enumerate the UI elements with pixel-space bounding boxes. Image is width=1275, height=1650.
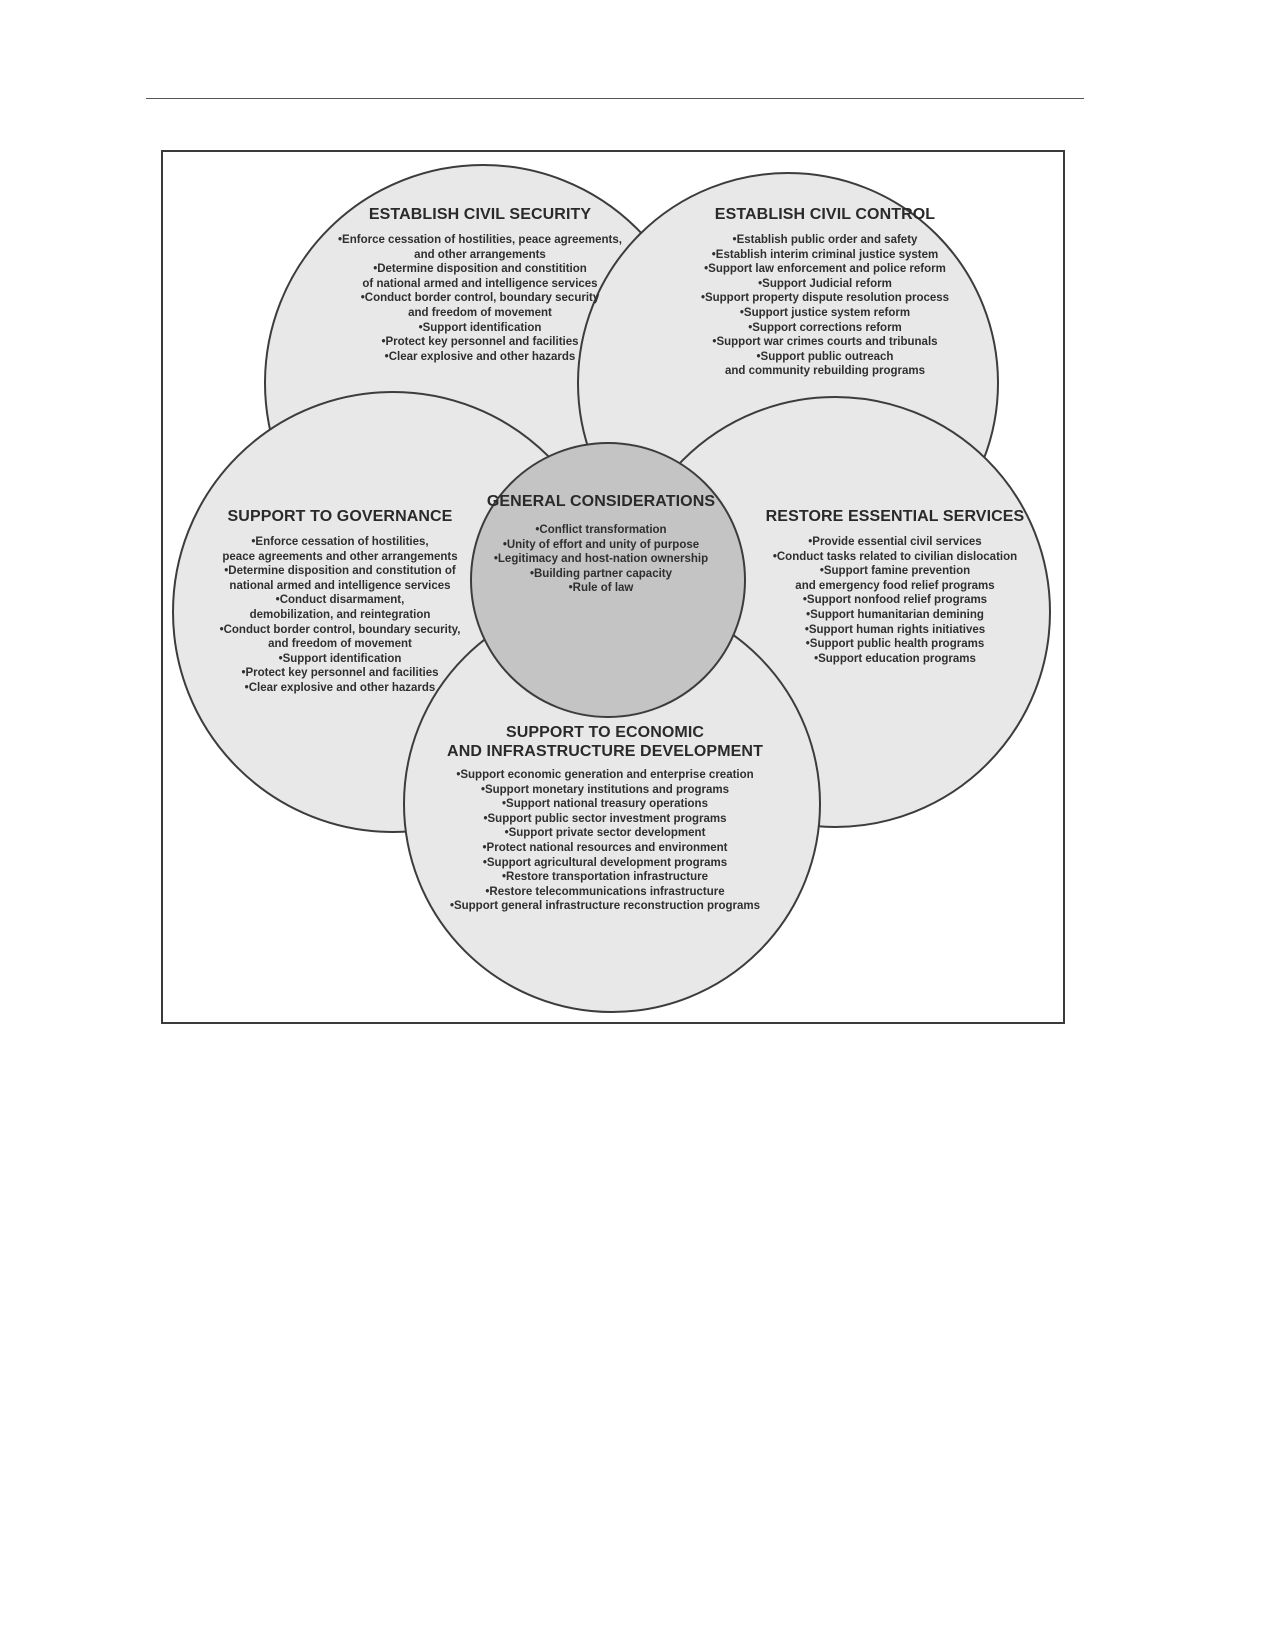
list-item: demobilization, and reintegration (249, 608, 431, 621)
list-item: •Conduct disarmament, (275, 594, 405, 607)
list-item: •Support public outreach (756, 350, 894, 363)
list-item: •Restore telecommunications infrastructu… (485, 885, 725, 898)
list-item: •Support economic generation and enterpr… (456, 769, 754, 781)
list-item: •Support private sector development (504, 827, 706, 840)
list-item: •Protect national resources and environm… (482, 841, 728, 854)
list-item: •Building partner capacity (529, 567, 673, 580)
list-item: •Support justice system reform (739, 306, 911, 319)
list-item: •Support Judicial reform (758, 277, 892, 290)
list-item: •Protect key personnel and facilities (381, 336, 579, 349)
title-line: RESTORE ESSENTIAL SERVICES (765, 508, 1025, 525)
restore-essential-services-list: •Provide essential civil services •Condu… (745, 535, 1045, 666)
list-item: •Support law enforcement and police refo… (704, 263, 946, 276)
list-item: •Enforce cessation of hostilities, (251, 536, 429, 548)
list-item: •Clear explosive and other hazards (384, 350, 576, 363)
establish-civil-security-block: ESTABLISH CIVIL SECURITY •Enforce cessat… (300, 205, 660, 364)
support-to-economic-development-title: SUPPORT TO ECONOMIC AND INFRASTRUCTURE D… (430, 723, 780, 761)
list-item: •Conduct border control, boundary securi… (360, 292, 600, 305)
list-item: •Unity of effort and unity of purpose (502, 538, 700, 551)
list-item: •Establish interim criminal justice syst… (711, 248, 939, 261)
support-to-governance-title: SUPPORT TO GOVERNANCE (180, 507, 500, 526)
list-item: peace agreements and other arrangements (222, 550, 458, 563)
list-item: •Support corrections reform (748, 321, 902, 334)
restore-essential-services-block: RESTORE ESSENTIAL SERVICES •Provide esse… (745, 507, 1045, 666)
list-item: •Determine disposition and constitution … (224, 565, 456, 578)
list-item: •Clear explosive and other hazards (244, 681, 436, 694)
list-item: •Conduct border control, boundary securi… (219, 623, 461, 636)
title-line: SUPPORT TO ECONOMIC (505, 724, 705, 741)
restore-essential-services-title: RESTORE ESSENTIAL SERVICES (745, 507, 1045, 526)
establish-civil-security-list: •Enforce cessation of hostilities, peace… (300, 233, 660, 364)
general-considerations-title: GENERAL CONSIDERATIONS (476, 492, 726, 511)
establish-civil-control-list: •Establish public order and safety •Esta… (665, 233, 985, 379)
list-item: •Support national treasury operations (502, 798, 708, 811)
list-item: •Conflict transformation (535, 524, 667, 536)
list-item: •Restore transportation infrastructure (502, 871, 708, 884)
list-item: •Support nonfood relief programs (802, 594, 988, 607)
list-item: •Support agricultural development progra… (482, 856, 728, 869)
list-item: national armed and intelligence services (229, 579, 451, 592)
list-item: •Support famine prevention (819, 565, 971, 578)
list-item: •Protect key personnel and facilities (241, 667, 439, 680)
list-item: •Provide essential civil services (808, 536, 982, 548)
list-item: •Support education programs (814, 652, 976, 665)
list-item: •Rule of law (568, 582, 634, 595)
list-item: and community rebuilding programs (725, 365, 925, 378)
general-considerations-block: GENERAL CONSIDERATIONS •Conflict transfo… (476, 492, 726, 596)
support-to-governance-list: •Enforce cessation of hostilities, peace… (180, 535, 500, 696)
list-item: •Support general infrastructure reconstr… (449, 900, 761, 913)
establish-civil-security-title: ESTABLISH CIVIL SECURITY (300, 205, 660, 224)
list-item: of national armed and intelligence servi… (362, 277, 598, 290)
title-line: SUPPORT TO GOVERNANCE (227, 508, 453, 525)
page-top-rule (146, 98, 1084, 99)
title-line: GENERAL CONSIDERATIONS (486, 493, 716, 510)
list-item: •Support human rights initiatives (804, 623, 986, 636)
list-item: •Legitimacy and host-nation ownership (493, 553, 709, 566)
list-item: and emergency food relief programs (795, 579, 995, 592)
list-item: and freedom of movement (268, 638, 412, 651)
support-to-governance-block: SUPPORT TO GOVERNANCE •Enforce cessation… (180, 507, 500, 696)
title-line: ESTABLISH CIVIL CONTROL (714, 206, 936, 223)
establish-civil-control-block: ESTABLISH CIVIL CONTROL •Establish publi… (665, 205, 985, 379)
list-item: •Support identification (278, 652, 402, 665)
establish-civil-control-title: ESTABLISH CIVIL CONTROL (665, 205, 985, 224)
circle-general-considerations (470, 442, 746, 718)
list-item: •Support identification (418, 321, 542, 334)
list-item: and freedom of movement (408, 306, 552, 319)
title-line: ESTABLISH CIVIL SECURITY (368, 206, 592, 223)
title-line: AND INFRASTRUCTURE DEVELOPMENT (447, 743, 763, 760)
general-considerations-list: •Conflict transformation •Unity of effor… (476, 523, 726, 596)
list-item: •Support humanitarian demining (806, 608, 984, 621)
support-to-economic-development-list: •Support economic generation and enterpr… (430, 768, 780, 914)
list-item: •Establish public order and safety (732, 234, 918, 246)
support-to-economic-development-block: SUPPORT TO ECONOMIC AND INFRASTRUCTURE D… (430, 723, 780, 914)
list-item: and other arrangements (414, 248, 546, 261)
list-item: •Support public health programs (805, 638, 985, 651)
list-item: •Support property dispute resolution pro… (700, 292, 950, 305)
list-item: •Enforce cessation of hostilities, peace… (338, 234, 622, 246)
list-item: •Support monetary institutions and progr… (480, 783, 730, 796)
list-item: •Conduct tasks related to civilian dislo… (772, 550, 1018, 563)
list-item: •Support public sector investment progra… (483, 812, 727, 825)
list-item: •Determine disposition and constitition (373, 263, 587, 276)
list-item: •Support war crimes courts and tribunals (712, 336, 938, 349)
